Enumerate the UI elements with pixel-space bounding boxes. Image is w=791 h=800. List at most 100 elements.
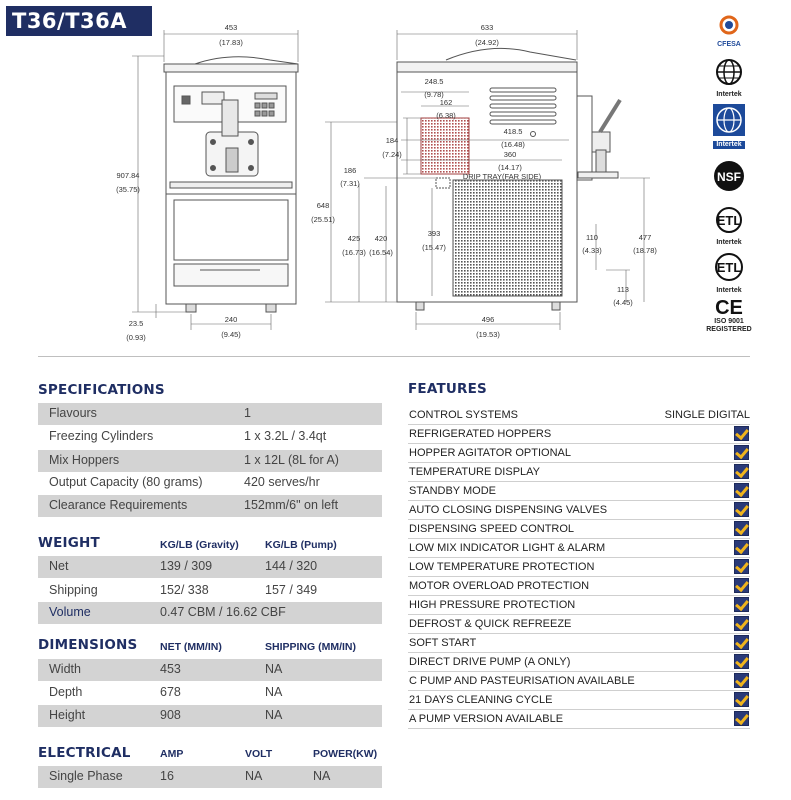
side-d13-mm: 113 <box>617 285 629 294</box>
front-foot-mm: 23.5 <box>129 319 144 328</box>
weight-title: WEIGHT <box>38 535 100 551</box>
front-feet-mm: 240 <box>225 315 238 324</box>
checkbox-checked-icon <box>734 711 749 726</box>
feature-label: HOPPER AGITATOR OPTIONAL <box>409 447 571 459</box>
side-d3-in: (7.24) <box>382 150 402 159</box>
feature-item: HOPPER AGITATOR OPTIONAL <box>408 444 750 463</box>
side-d2-in: (6.38) <box>436 111 456 120</box>
side-d4-mm: 418.5 <box>504 127 523 136</box>
features-title: FEATURES <box>408 381 487 397</box>
checkbox-checked-icon <box>734 559 749 574</box>
checkbox-checked-icon <box>734 635 749 650</box>
dimensions-col-shipping: SHIPPING (MM/IN) <box>265 641 356 653</box>
feature-item: AUTO CLOSING DISPENSING VALVES <box>408 501 750 520</box>
feature-label: STANDBY MODE <box>409 485 496 497</box>
checkbox-checked-icon <box>734 578 749 593</box>
feature-label: DIRECT DRIVE PUMP (A ONLY) <box>409 656 571 668</box>
front-foot-in: (0.93) <box>126 333 146 342</box>
certifications-column: CFESA Intertek Intertek NSF ETL Int <box>704 14 754 344</box>
side-d2-mm: 162 <box>440 98 453 107</box>
feature-label: 21 DAYS CLEANING CYCLE <box>409 694 553 706</box>
dimensions-title: DIMENSIONS <box>38 637 138 653</box>
side-d11-in: (4.33) <box>582 246 602 255</box>
side-base-mm: 496 <box>482 315 495 324</box>
side-d13-in: (4.45) <box>613 298 633 307</box>
weight-col-gravity: KG/LB (Gravity) <box>160 539 239 551</box>
front-height-in: (35.75) <box>116 185 140 194</box>
feature-item: HIGH PRESSURE PROTECTION <box>408 596 750 615</box>
feature-item: MOTOR OVERLOAD PROTECTION <box>408 577 750 596</box>
side-d12-in: (18.78) <box>633 246 657 255</box>
feature-label: LOW TEMPERATURE PROTECTION <box>409 561 595 573</box>
etl-icon: ETL Intertek <box>704 252 754 295</box>
intertek-blue-globe-icon: Intertek <box>704 104 754 149</box>
electrical-col-volt: VOLT <box>245 748 273 760</box>
nsf-icon: NSF <box>704 160 754 197</box>
side-d12-mm: 477 <box>639 233 652 242</box>
feature-item: LOW MIX INDICATOR LIGHT & ALARM <box>408 539 750 558</box>
feature-item: REFRIGERATED HOPPERS <box>408 425 750 444</box>
specifications-title: SPECIFICATIONS <box>38 382 165 398</box>
side-d4-in: (16.48) <box>501 140 525 149</box>
side-d5-in: (14.17) <box>498 163 522 172</box>
drip-tray-label: DRIP TRAY(FAR SIDE) <box>463 172 542 181</box>
front-dimension-lines <box>132 30 299 330</box>
checkbox-checked-icon <box>734 483 749 498</box>
checkbox-checked-icon <box>734 426 749 441</box>
feature-label: HIGH PRESSURE PROTECTION <box>409 599 576 611</box>
feature-label: AUTO CLOSING DISPENSING VALVES <box>409 504 608 516</box>
etl-listed-icon: ETL Intertek <box>704 206 754 247</box>
side-d6-in: (7.31) <box>340 179 360 188</box>
weight-col-pump: KG/LB (Pump) <box>265 539 337 551</box>
feature-item: C PUMP AND PASTEURISATION AVAILABLE <box>408 672 750 691</box>
side-d6-mm: 186 <box>344 166 357 175</box>
electrical-col-power: POWER(KW) <box>313 748 378 760</box>
checkbox-checked-icon <box>734 502 749 517</box>
front-width-mm: 453 <box>225 23 238 32</box>
feature-control-systems: CONTROL SYSTEMS SINGLE DIGITAL <box>408 406 750 425</box>
side-d10-mm: 393 <box>428 229 441 238</box>
feature-label: MOTOR OVERLOAD PROTECTION <box>409 580 590 592</box>
checkbox-checked-icon <box>734 616 749 631</box>
side-d9-mm: 420 <box>375 234 388 243</box>
feature-label: DEFROST & QUICK REFREEZE <box>409 618 572 630</box>
side-d7-mm: 648 <box>317 201 330 210</box>
feature-item: TEMPERATURE DISPLAY <box>408 463 750 482</box>
feature-label: LOW MIX INDICATOR LIGHT & ALARM <box>409 542 606 554</box>
checkbox-checked-icon <box>734 445 749 460</box>
side-d5-mm: 360 <box>504 150 517 159</box>
checkbox-checked-icon <box>734 521 749 536</box>
model-title: T36/T36A <box>6 6 152 36</box>
front-view <box>163 56 299 313</box>
side-d9-in: (16.54) <box>369 248 393 257</box>
checkbox-checked-icon <box>734 654 749 669</box>
feature-item: 21 DAYS CLEANING CYCLE <box>408 691 750 710</box>
side-d7-in: (25.51) <box>311 215 335 224</box>
feature-item: DIRECT DRIVE PUMP (A ONLY) <box>408 653 750 672</box>
checkbox-checked-icon <box>734 464 749 479</box>
checkbox-checked-icon <box>734 540 749 555</box>
side-depth-mm: 633 <box>481 23 494 32</box>
front-height-mm: 907.84 <box>117 171 140 180</box>
side-d3-mm: 184 <box>386 136 399 145</box>
side-d1-mm: 248.5 <box>425 77 444 86</box>
feature-label: DISPENSING SPEED CONTROL <box>409 523 575 535</box>
feature-label: A PUMP VERSION AVAILABLE <box>409 713 564 725</box>
side-d1-in: (9.78) <box>424 90 444 99</box>
cfesa-logo: CFESA <box>704 14 754 49</box>
side-dimension-lines <box>325 30 650 330</box>
feature-label: REFRIGERATED HOPPERS <box>409 428 552 440</box>
front-width-in: (17.83) <box>219 38 243 47</box>
spec-row: Output Capacity (80 grams)420 serves/hr <box>49 475 320 489</box>
side-d10-in: (15.47) <box>422 243 446 252</box>
electrical-title: ELECTRICAL <box>38 745 131 761</box>
checkbox-checked-icon <box>734 673 749 688</box>
intertek-globe-icon: Intertek <box>704 58 754 99</box>
side-d8-in: (16.73) <box>342 248 366 257</box>
